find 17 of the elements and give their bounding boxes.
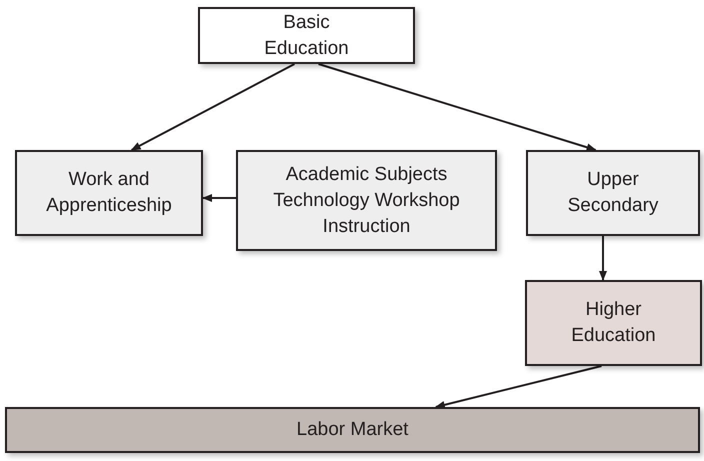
box-label: Labor Market bbox=[296, 418, 408, 442]
box-label: Upper Secondary bbox=[566, 168, 660, 218]
box-label: Basic Education bbox=[263, 10, 350, 60]
process-box bbox=[525, 280, 702, 366]
process-box bbox=[15, 150, 203, 236]
box-label: Academic Subjects Technology Workshop Instruction bbox=[272, 162, 461, 238]
box-label: Work and Apprenticeship bbox=[45, 168, 173, 218]
arrow bbox=[202, 194, 236, 202]
arrow bbox=[318, 63, 597, 152]
arrow bbox=[130, 63, 295, 151]
box-label: Higher Education bbox=[570, 298, 657, 348]
process-box bbox=[526, 150, 700, 236]
process-box bbox=[236, 150, 497, 251]
arrow bbox=[599, 236, 607, 281]
process-box bbox=[198, 7, 415, 64]
arrow bbox=[434, 365, 602, 409]
process-box bbox=[5, 407, 700, 453]
